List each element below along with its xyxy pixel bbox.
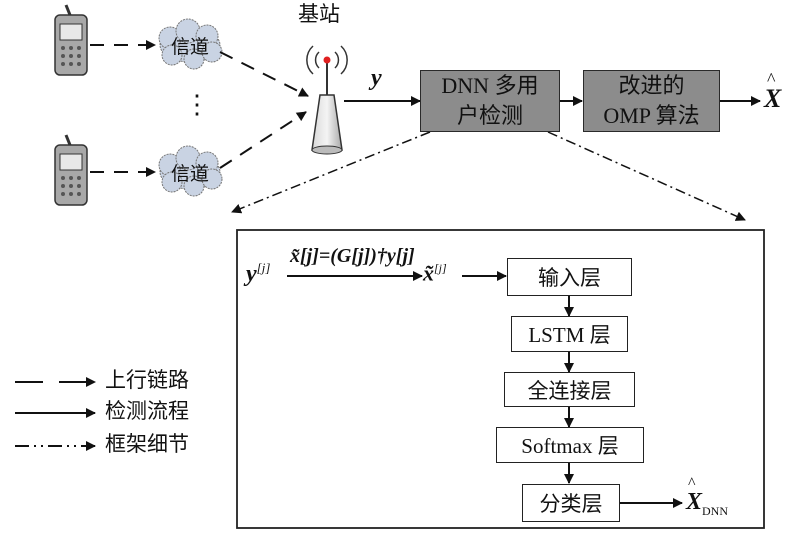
phone-icon-top xyxy=(54,4,88,76)
layer-softmax-label: Softmax 层 xyxy=(521,434,619,458)
channel-label-1: 信道 xyxy=(170,35,209,58)
final-sub: DNN xyxy=(702,503,729,518)
layer-classify-label: 分类层 xyxy=(539,492,603,516)
final-output-x-dnn: ^ XDNN xyxy=(686,476,729,518)
base-station-icon xyxy=(306,45,348,155)
detail-input-var: y xyxy=(246,261,257,287)
detail-input-y: y[j] xyxy=(246,261,270,286)
layer-classification: 分类层 xyxy=(522,484,620,522)
detail-line-right xyxy=(547,131,746,221)
output-x: X xyxy=(764,84,782,113)
layer-fully-connected: 全连接层 xyxy=(504,372,635,407)
uplink-arrow-4 xyxy=(219,111,307,169)
detail-frame xyxy=(236,229,765,529)
layer-input-label: 输入层 xyxy=(538,266,601,290)
dnn-block-label: DNN 多用 户检测 xyxy=(441,73,539,128)
phone-icon-bottom xyxy=(54,134,88,206)
final-hat: ^ xyxy=(688,475,696,492)
layer-fc-label: 全连接层 xyxy=(527,378,612,403)
uplink-arrow-3 xyxy=(219,51,309,97)
layer-input: 输入层 xyxy=(507,258,632,296)
base-station-label: 基站 xyxy=(298,2,340,26)
cloud-shape-2 xyxy=(158,145,223,197)
signal-y-label: y xyxy=(371,65,382,91)
cloud-shape-1 xyxy=(158,18,223,70)
pseudo-inverse-formula: x̃[j]=(G[j])†y[j] xyxy=(290,245,415,267)
omp-block-label: 改进的 OMP 算法 xyxy=(603,73,700,128)
layer-softmax: Softmax 层 xyxy=(496,427,644,463)
legend-label-framework: 框架细节 xyxy=(105,432,189,456)
output-hat: ^ xyxy=(767,69,776,89)
detail-output-var: x̃ xyxy=(423,260,434,286)
channel-label-2: 信道 xyxy=(170,162,209,185)
detail-output-sup: [j] xyxy=(434,261,447,275)
final-var: X xyxy=(686,489,703,515)
legend-label-uplink: 上行链路 xyxy=(105,368,189,392)
ellipsis: ⋮ xyxy=(184,90,210,120)
layer-lstm: LSTM 层 xyxy=(511,316,628,352)
layer-lstm-label: LSTM 层 xyxy=(528,323,611,347)
dnn-multiuser-detection-block: DNN 多用 户检测 xyxy=(420,70,560,132)
legend-label-detection: 检测流程 xyxy=(105,399,189,423)
output-x-hat: ^ X xyxy=(764,70,782,113)
detail-line-left xyxy=(231,131,431,214)
improved-omp-block: 改进的 OMP 算法 xyxy=(583,70,720,132)
detail-output-x-tilde: x̃[j] xyxy=(423,262,447,284)
detail-input-sup: [j] xyxy=(256,260,271,275)
